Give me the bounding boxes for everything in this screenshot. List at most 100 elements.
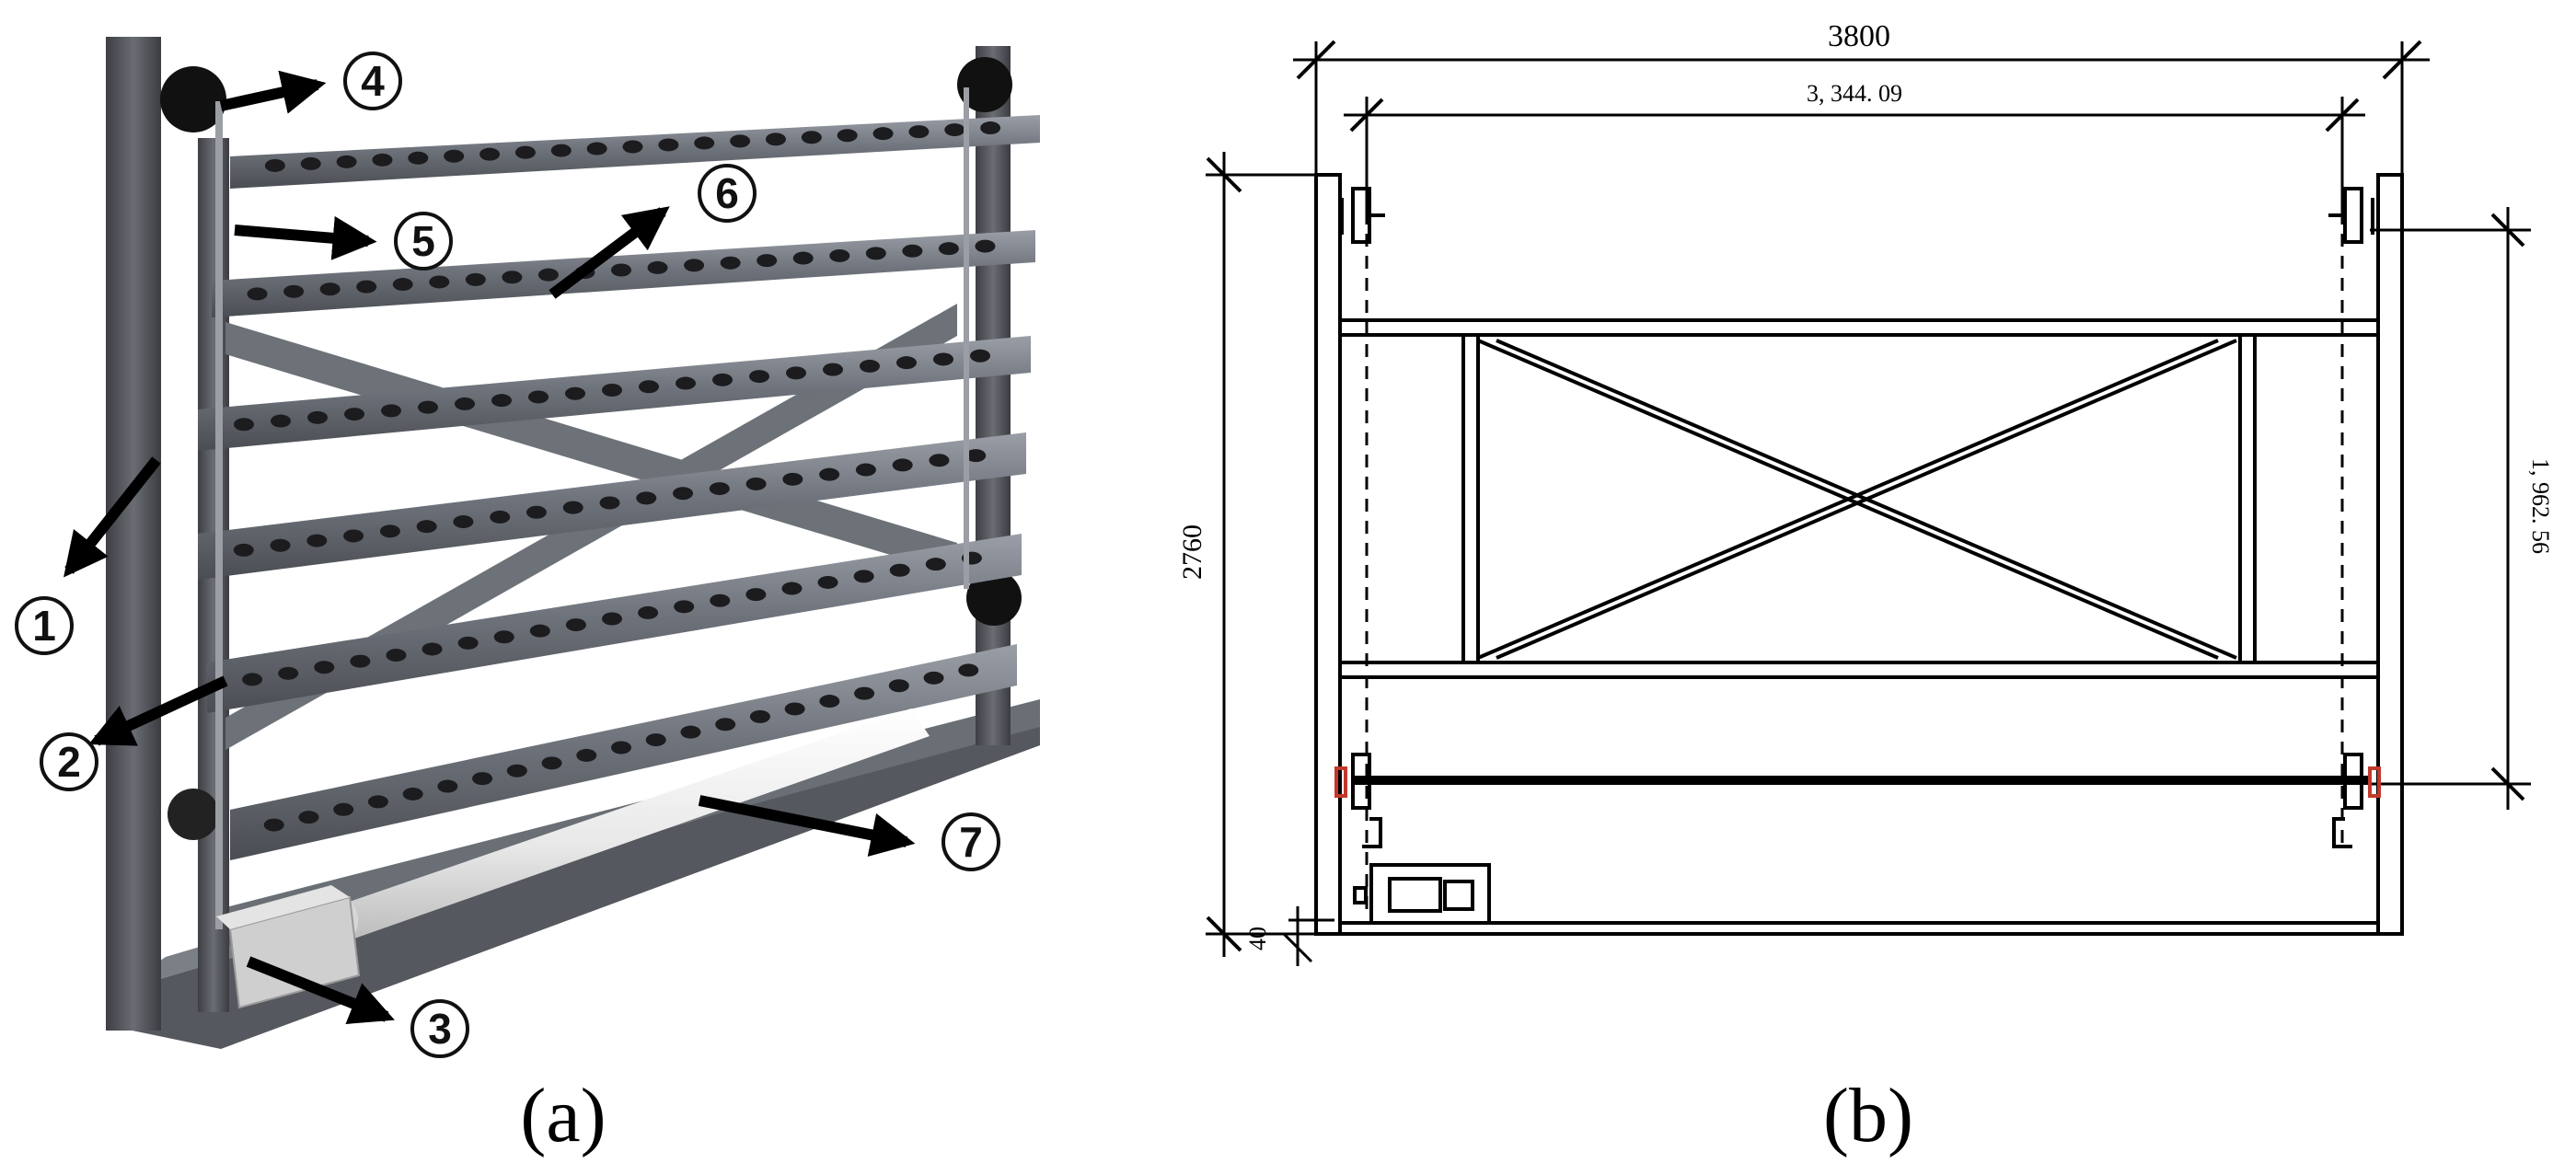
planting-hole xyxy=(965,449,987,463)
pulley-wheel xyxy=(167,789,219,840)
svg-text:6: 6 xyxy=(715,169,739,217)
planting-hole xyxy=(392,278,413,292)
planting-hole xyxy=(765,132,786,146)
planting-hole xyxy=(757,254,778,268)
planting-hole xyxy=(319,282,341,296)
planting-hole xyxy=(493,630,514,644)
planting-hole xyxy=(674,600,695,614)
sprocket-bottom-left xyxy=(1334,753,1382,848)
callout-arrows xyxy=(64,70,916,1025)
planting-hole xyxy=(786,366,806,380)
planting-hole xyxy=(344,408,364,421)
planting-hole xyxy=(283,284,305,298)
planting-hole xyxy=(372,153,393,167)
planting-hole xyxy=(647,260,668,274)
planting-hole xyxy=(710,593,731,607)
panel-a-3d-render: 1 2 3 4 5 6 7 (a) xyxy=(15,37,1040,1158)
planting-hole xyxy=(819,695,840,708)
planting-hole xyxy=(602,612,622,626)
planting-hole xyxy=(541,756,562,770)
planting-hole xyxy=(506,764,527,778)
svg-text:2: 2 xyxy=(57,738,81,786)
planting-hole xyxy=(889,563,910,577)
dim-rail-span: 1, 962. 56 xyxy=(2527,458,2554,554)
planting-hole xyxy=(444,149,465,163)
planting-hole xyxy=(465,272,486,286)
panel-b-technical-drawing: 3800 3, 344. 09 2760 40 1, 962. 56 xyxy=(1177,19,2554,1158)
callout-1: 1 xyxy=(15,596,74,655)
pump xyxy=(1353,863,1491,925)
planting-hole xyxy=(242,673,263,686)
planting-hole xyxy=(680,725,701,739)
pulley-wheel xyxy=(957,57,1012,112)
planting-hole xyxy=(745,588,767,602)
planting-hole xyxy=(356,280,377,294)
planting-hole xyxy=(350,654,371,668)
pulley-wheel xyxy=(966,570,1022,626)
planting-hole xyxy=(472,772,493,786)
dim-overall-width: 3800 xyxy=(1828,19,1890,53)
planting-hole xyxy=(854,686,875,700)
planting-hole xyxy=(958,663,979,677)
planting-hole xyxy=(817,575,838,589)
planting-hole xyxy=(528,390,549,404)
water-tank-top xyxy=(216,885,350,929)
planting-hole xyxy=(902,244,923,258)
callout-6: 6 xyxy=(698,164,757,223)
planting-hole xyxy=(422,642,443,656)
middle-beam xyxy=(1338,661,2380,679)
planting-hole xyxy=(586,142,607,156)
planting-hole xyxy=(622,140,643,154)
planting-hole xyxy=(782,472,803,486)
planting-hole xyxy=(602,384,622,397)
planting-hole xyxy=(247,287,268,301)
planting-hole xyxy=(784,702,805,716)
planting-hole xyxy=(792,251,814,265)
planting-hole xyxy=(537,268,559,282)
planting-hole xyxy=(684,259,705,272)
planting-hole xyxy=(271,414,291,428)
panel-a-caption: (a) xyxy=(520,1073,606,1158)
planting-hole xyxy=(819,467,840,481)
dim-inner-width: 3, 344. 09 xyxy=(1807,80,1902,107)
planting-hole xyxy=(611,263,631,277)
dim-overall-height: 2760 xyxy=(1177,524,1207,580)
planting-hole xyxy=(336,155,357,168)
planting-hole xyxy=(896,356,917,370)
planting-hole xyxy=(892,458,913,472)
planting-hole xyxy=(823,363,843,376)
planting-hole xyxy=(416,520,437,534)
planting-hole xyxy=(944,123,965,137)
pulley-wheel xyxy=(160,66,226,132)
planting-hole xyxy=(233,543,254,557)
planting-hole xyxy=(455,397,475,410)
planting-hole xyxy=(453,515,474,529)
planting-hole xyxy=(491,394,512,408)
planting-hole xyxy=(307,410,328,424)
planting-hole xyxy=(437,779,458,793)
planting-hole xyxy=(745,477,767,490)
planting-hole xyxy=(645,733,666,747)
callout-5: 5 xyxy=(394,212,453,271)
planting-hole xyxy=(529,624,550,638)
callout-4: 4 xyxy=(343,52,402,110)
planting-hole xyxy=(970,349,990,363)
planting-hole xyxy=(712,373,733,386)
left-upright xyxy=(1314,173,1342,936)
planting-holes xyxy=(233,121,1001,832)
planting-hole xyxy=(715,718,736,731)
sprocket-top-left xyxy=(1340,187,1385,244)
planting-hole xyxy=(638,605,659,619)
braced-panel-outer xyxy=(1461,333,2257,664)
planting-hole xyxy=(514,145,536,159)
planting-hole xyxy=(263,818,284,832)
planting-hole xyxy=(333,802,354,816)
planting-hole xyxy=(709,482,730,496)
planting-hole xyxy=(925,558,946,571)
planting-hole xyxy=(379,524,400,538)
planting-hole xyxy=(636,491,657,505)
planting-hole xyxy=(923,671,944,685)
upper-beam xyxy=(1338,318,2380,337)
planting-hole xyxy=(865,247,886,260)
